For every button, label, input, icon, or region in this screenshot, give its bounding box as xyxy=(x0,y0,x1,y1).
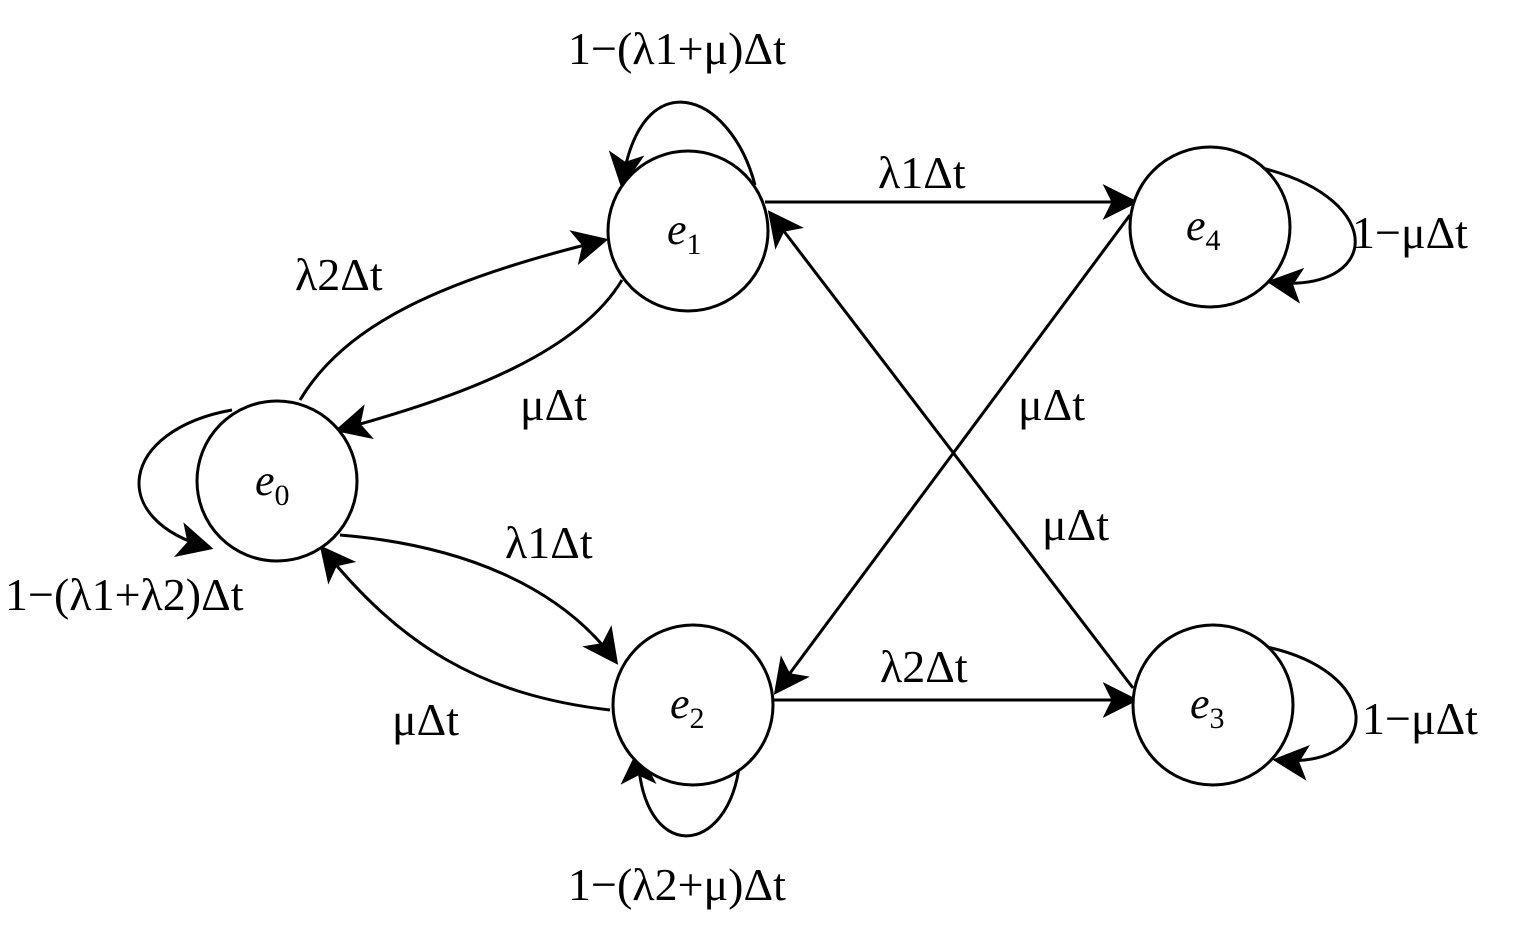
edge-label-loop-e4: 1−μΔt xyxy=(1352,207,1468,258)
loop-e1 xyxy=(608,100,757,189)
edge-e2-e0 xyxy=(319,545,611,712)
edge-label-e2-e0: μΔt xyxy=(392,694,459,745)
loop-e2 xyxy=(620,748,742,838)
edge-e0-e1 xyxy=(298,230,609,401)
node-e4 xyxy=(1128,145,1292,309)
edge-label-e2-e3: λ2Δt xyxy=(880,641,968,692)
loop-e4 xyxy=(1261,166,1357,304)
edge-e0-e2 xyxy=(339,533,619,665)
edge-label-e4-e2: μΔt xyxy=(1018,379,1085,430)
edge-label-e1-e0: μΔt xyxy=(520,379,587,430)
loop-e3 xyxy=(1261,644,1358,781)
edge-label-loop-e2: 1−(λ2+μ)Δt xyxy=(568,859,786,910)
nodes: e0 e1 e2 e3 e4 xyxy=(195,145,1295,787)
node-label-e4: e4 xyxy=(1186,201,1221,257)
node-e2 xyxy=(611,623,775,787)
edge-label-loop-e3: 1−μΔt xyxy=(1362,693,1478,744)
node-label-e2: e2 xyxy=(670,679,705,735)
edge-e1-e0 xyxy=(334,279,624,440)
node-e3 xyxy=(1131,623,1295,787)
edge-label-e1-e4: λ1Δt xyxy=(878,147,966,198)
edge-label-e0-e1: λ2Δt xyxy=(295,249,383,300)
node-e1 xyxy=(606,149,770,313)
edge-label-e3-e1: μΔt xyxy=(1042,499,1109,550)
edge-label-loop-e0: 1−(λ1+λ2)Δt xyxy=(5,569,244,620)
node-label-e3: e3 xyxy=(1190,679,1225,735)
node-label-e1: e1 xyxy=(667,205,702,261)
edge-e3-e1 xyxy=(767,210,1135,689)
node-e0 xyxy=(195,399,359,563)
loop-e0 xyxy=(137,408,233,558)
edge-labels: λ2Δt μΔt λ1Δt μΔt λ1Δt μΔt μΔt λ2Δt 1−(λ… xyxy=(5,23,1478,910)
edge-label-loop-e1: 1−(λ1+μ)Δt xyxy=(568,23,786,74)
node-label-e0: e0 xyxy=(255,456,290,512)
edges xyxy=(137,100,1358,838)
edge-label-e0-e2: λ1Δt xyxy=(505,517,593,568)
